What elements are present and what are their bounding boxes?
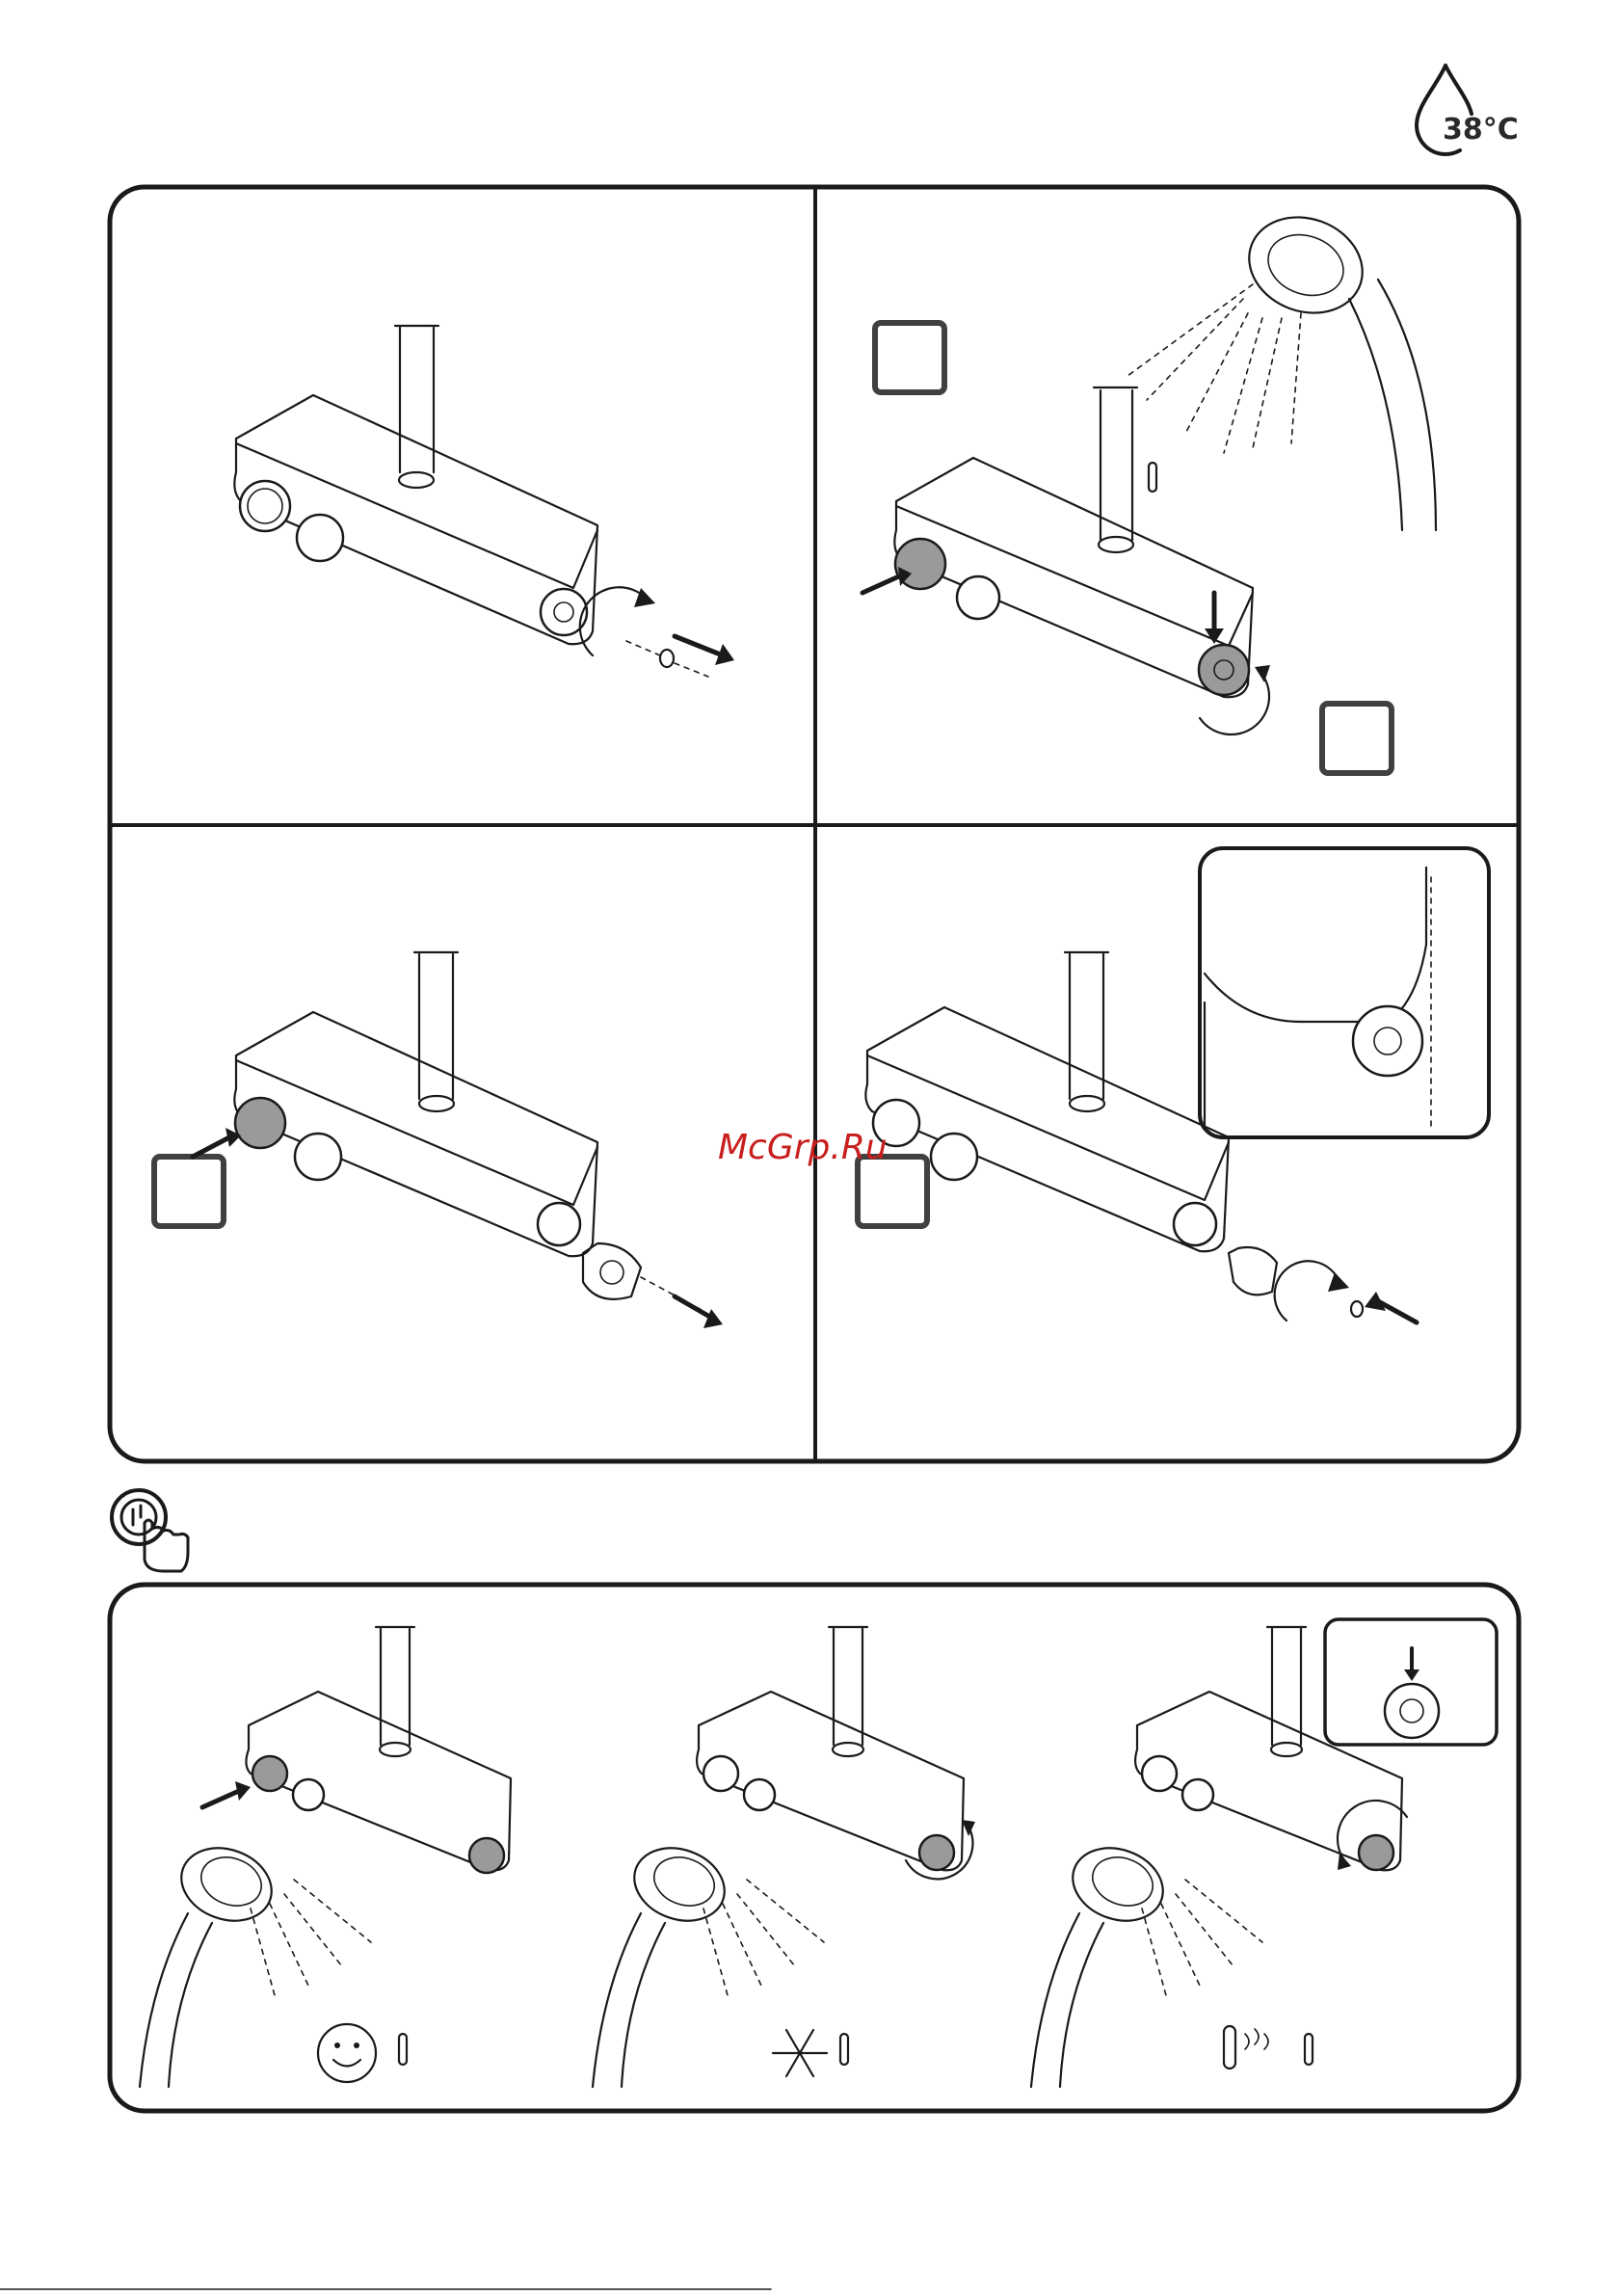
step-1-illustration — [234, 326, 734, 677]
smiley-icon — [318, 2024, 376, 2082]
temperature-knob-icon — [583, 1243, 641, 1299]
scene-cold — [593, 1627, 975, 2087]
water-drop-icon: 38°C — [1402, 58, 1527, 164]
thermometer-icon — [840, 2034, 848, 2065]
checkbox-1[interactable] — [875, 323, 944, 392]
thermometer-icon — [399, 2034, 407, 2065]
scene-hot — [1031, 1619, 1497, 2087]
step-4-illustration — [858, 848, 1489, 1322]
scene-normal — [140, 1627, 511, 2087]
thermometer-icon — [1305, 2034, 1313, 2065]
usage-panel — [106, 1581, 1523, 2121]
thermometer-icon — [1149, 463, 1156, 492]
watermark-text: McGrp.Ru — [718, 1128, 888, 1167]
steps-panel — [106, 183, 1523, 1475]
step-2-illustration — [862, 201, 1436, 773]
screw-icon — [1351, 1301, 1363, 1317]
temperature-label: 38°C — [1443, 113, 1519, 147]
checkbox-3[interactable] — [154, 1157, 224, 1226]
detail-zoom-icon — [1200, 848, 1489, 1137]
snowflake-icon — [773, 2030, 827, 2076]
checkbox-2[interactable] — [1322, 704, 1392, 773]
step-3-illustration — [154, 952, 723, 1328]
handshower-icon — [1127, 201, 1436, 530]
watermark: McGrp.Ru — [713, 1118, 935, 1176]
footer-rule — [0, 2284, 867, 2294]
push-button-hand-icon — [106, 1484, 193, 1576]
thermometer-hot-icon — [1224, 2026, 1235, 2069]
screw-icon — [660, 650, 674, 667]
